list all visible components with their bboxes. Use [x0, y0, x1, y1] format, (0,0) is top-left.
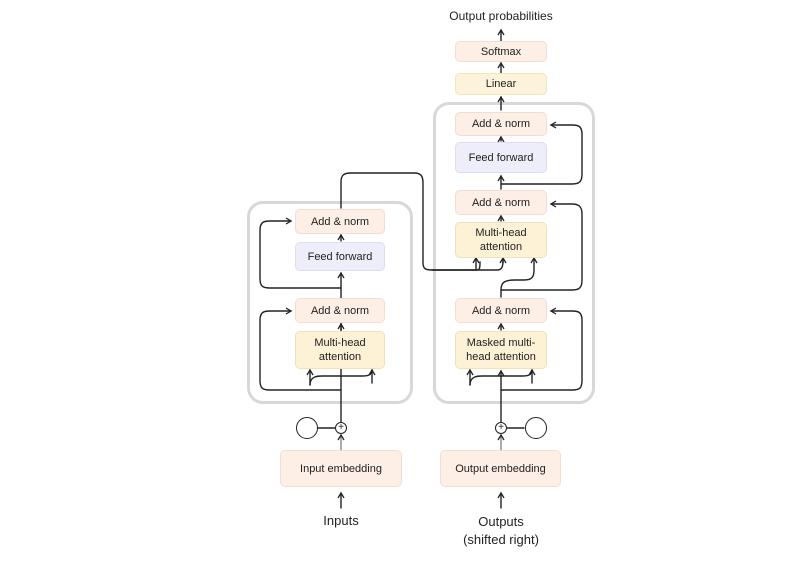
outputs-label: Outputs	[478, 514, 524, 529]
encoder-sine-wave-icon	[296, 417, 318, 439]
decoder-sine-wave-icon	[525, 417, 547, 439]
decoder-residual-3	[500, 121, 583, 185]
output-probabilities-label: Output probabilities	[449, 9, 553, 23]
decoder-feed-forward: Feed forward	[455, 142, 547, 173]
encoder-add-norm-1: Add & norm	[295, 298, 385, 323]
decoder-multi-head-attention: Multi-head attention	[455, 222, 547, 258]
input-embedding: Input embedding	[280, 450, 402, 487]
encoder-stack	[247, 201, 413, 404]
linear-layer: Linear	[455, 73, 547, 95]
encoder-plus-circle-icon: +	[335, 422, 347, 434]
decoder-masked-multi-head-attention: Masked multi-head attention	[455, 331, 547, 369]
encoder-multi-head-attention: Multi-head attention	[295, 331, 385, 369]
decoder-residual-1	[500, 307, 583, 391]
softmax-layer: Softmax	[455, 41, 547, 62]
decoder-plus-circle-icon: +	[495, 422, 507, 434]
encoder-add-norm-2: Add & norm	[295, 209, 385, 234]
decoder-add-norm-1: Add & norm	[455, 298, 547, 323]
output-embedding: Output embedding	[440, 450, 561, 487]
encoder-residual-1	[259, 307, 342, 391]
decoder-norm-to-cross	[500, 256, 538, 298]
inputs-label: Inputs	[323, 513, 359, 528]
decoder-add-norm-3: Add & norm	[455, 112, 547, 136]
decoder-add-norm-2: Add & norm	[455, 190, 547, 215]
shifted-right-label: (shifted right)	[463, 532, 539, 547]
encoder-feed-forward: Feed forward	[295, 242, 385, 271]
decoder-residual-2	[500, 200, 583, 291]
encoder-residual-2	[259, 217, 342, 289]
decoder-stack	[433, 102, 595, 404]
